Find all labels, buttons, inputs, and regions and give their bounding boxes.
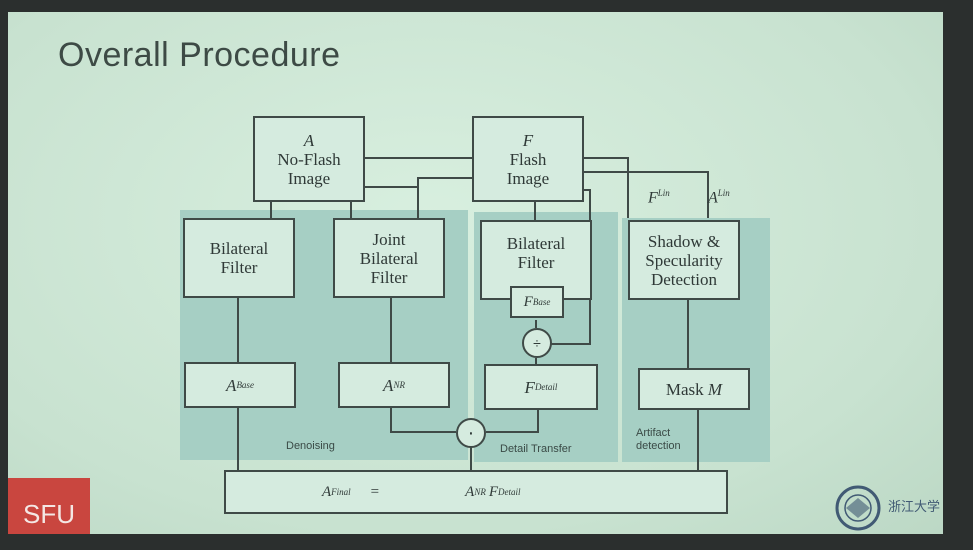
slide: Overall Procedure Denoising Detail Trans…	[8, 12, 943, 534]
denoising-label: Denoising	[286, 440, 335, 452]
no-flash-symbol: A	[303, 130, 315, 150]
flash-image-box: F Flash Image	[472, 116, 584, 202]
connector-lines	[237, 157, 709, 470]
no-flash-image-box: A No-Flash Image	[253, 116, 365, 202]
joint-bilateral-filter-box: Joint Bilateral Filter	[333, 218, 445, 298]
mask-box: Mask M	[638, 368, 750, 410]
slide-title: Overall Procedure	[58, 36, 341, 74]
flash-label: Flash Image	[506, 149, 550, 188]
flash-symbol: F	[522, 130, 534, 150]
multiply-operator: ·	[456, 418, 486, 448]
sfu-logo: SFU	[8, 478, 90, 534]
divide-operator: ÷	[522, 328, 552, 358]
university-seal-icon	[835, 485, 881, 531]
university-name: 浙江大学	[888, 500, 941, 515]
detail-transfer-label: Detail Transfer	[500, 443, 572, 455]
no-flash-label: No-Flash Image	[277, 149, 341, 188]
a-lin-label: ALin	[708, 188, 730, 207]
shadow-specularity-box: Shadow & Specularity Detection	[628, 220, 740, 300]
artifact-detection-label: Artifact detection	[636, 427, 681, 452]
bilateral-filter-a-box: Bilateral Filter	[183, 218, 295, 298]
f-lin-label: FLin	[648, 188, 670, 207]
